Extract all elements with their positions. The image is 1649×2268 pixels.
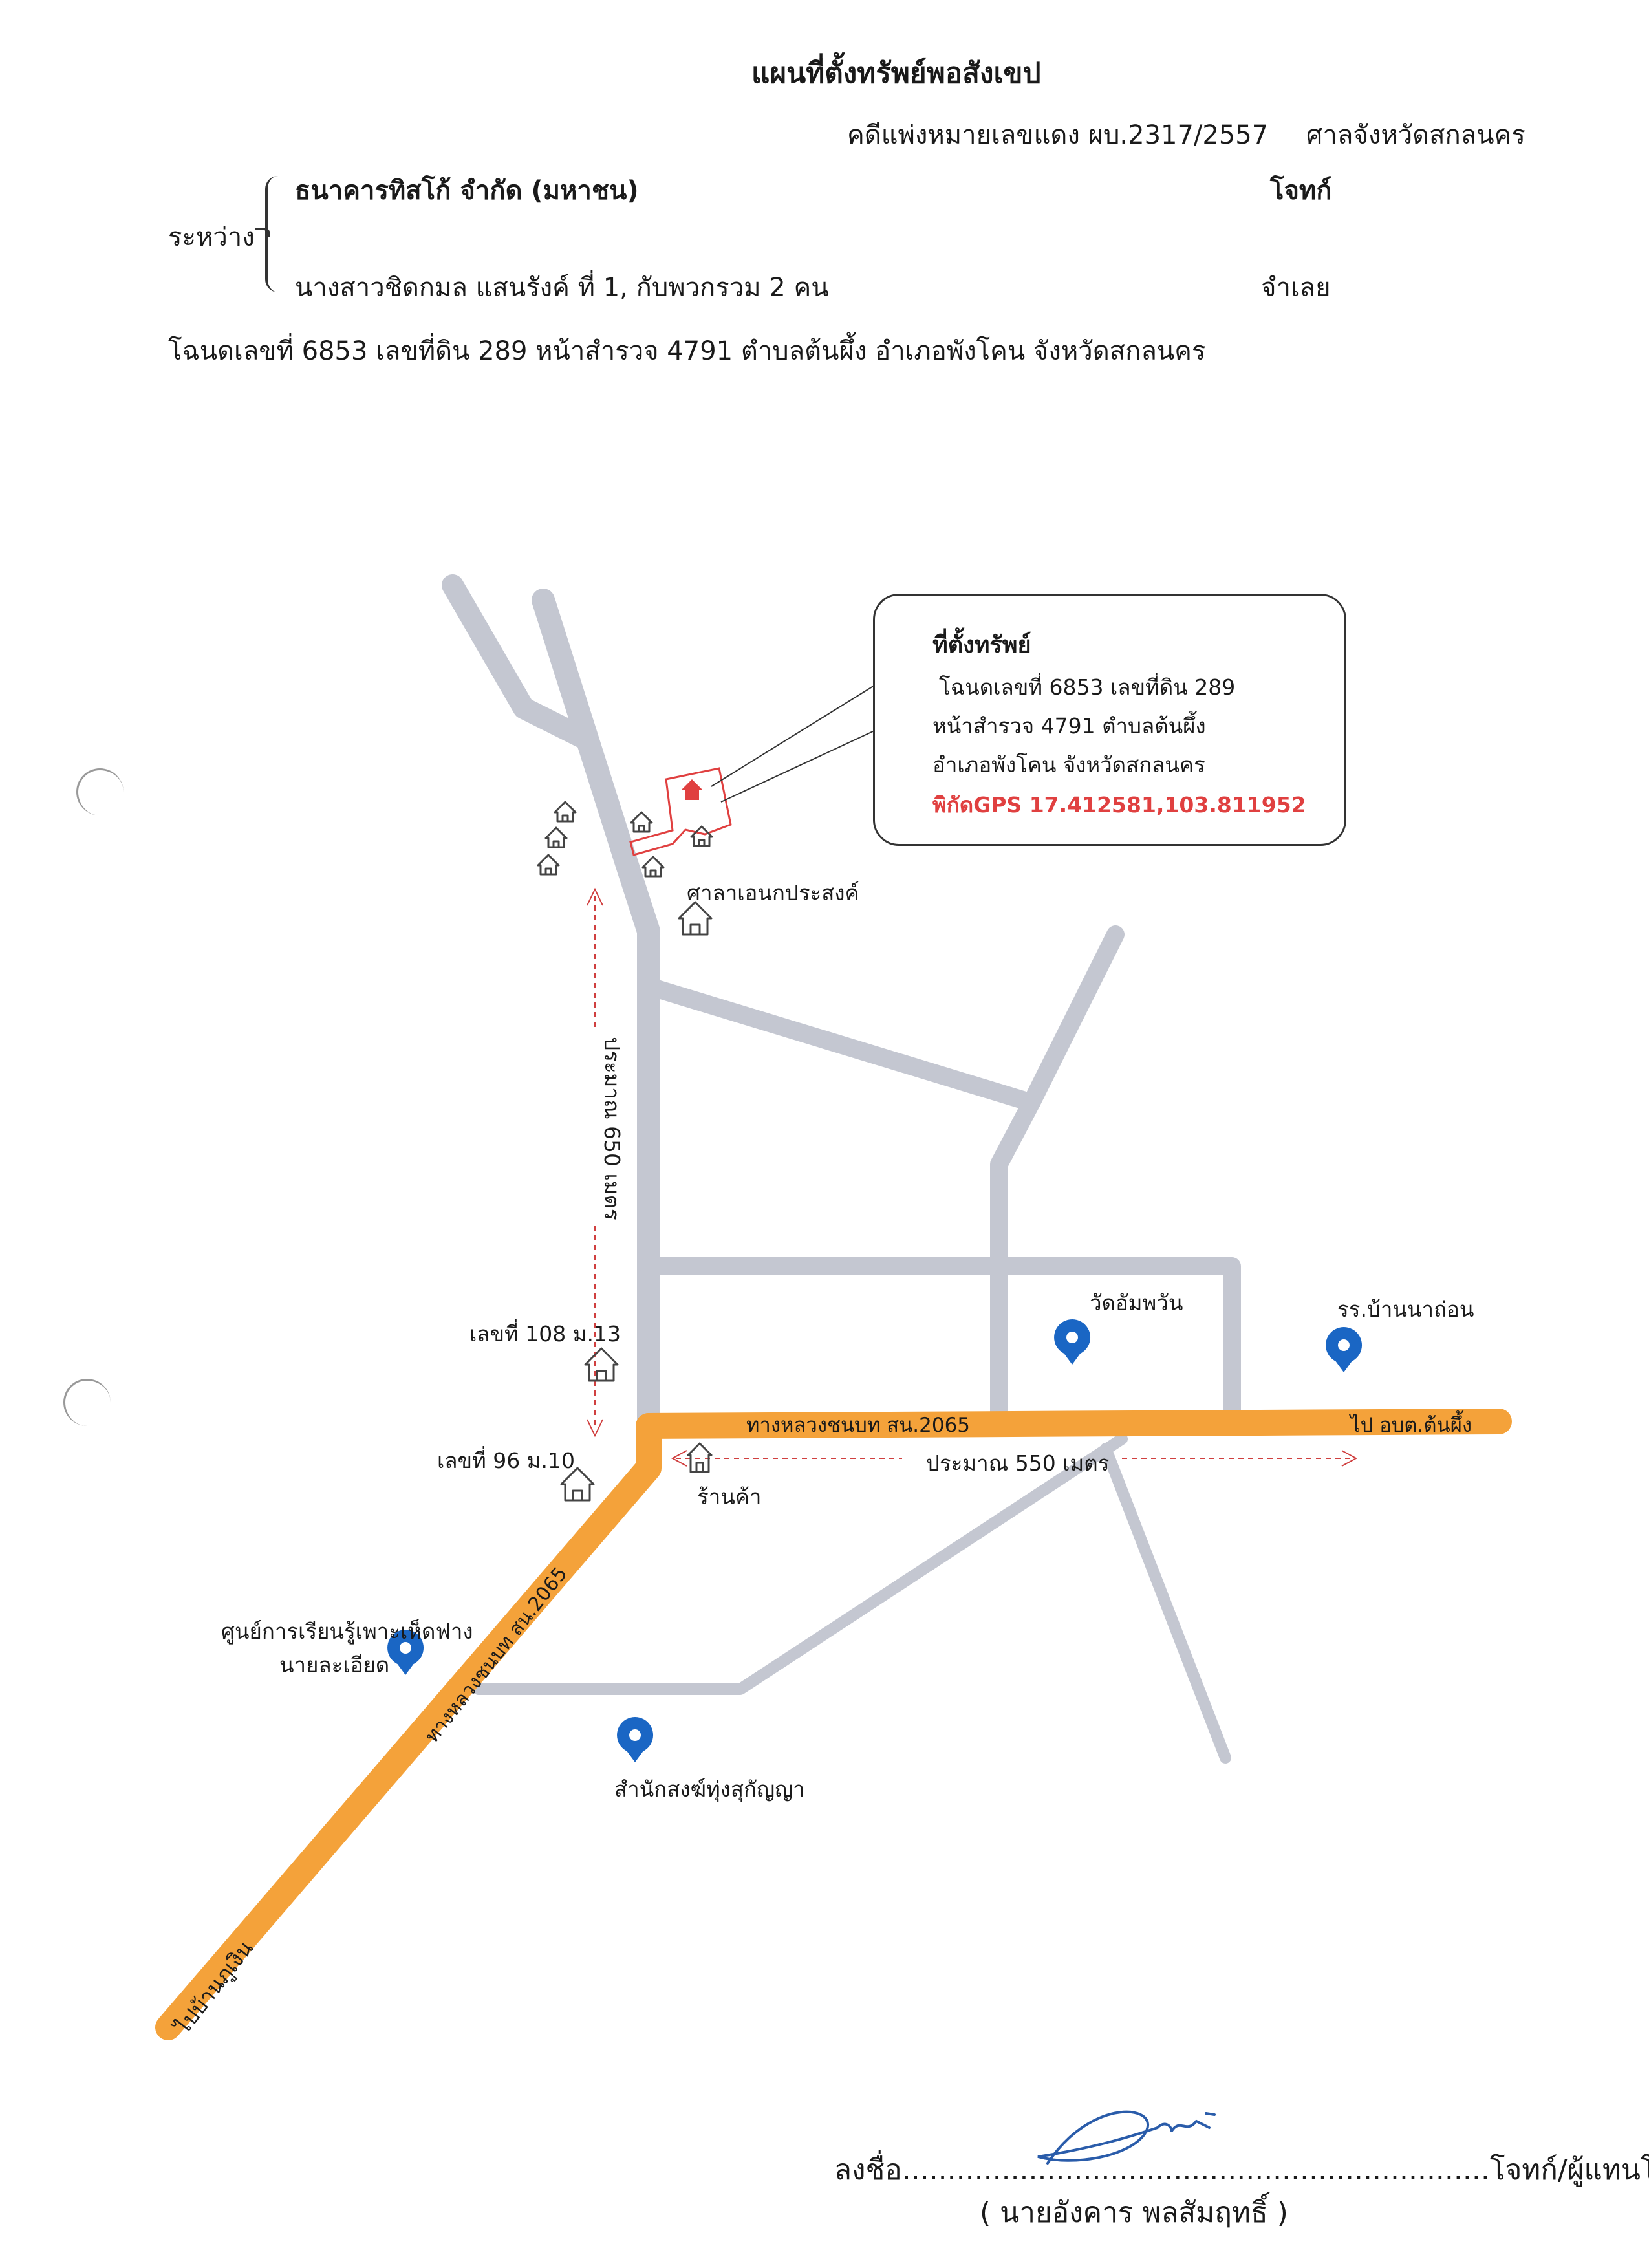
label-to-east: ไป อบต.ต้นผึ้ง [1350, 1414, 1472, 1437]
label-sala: ศาลาเอนกประสงค์ [687, 880, 859, 905]
callout-line-2: หน้าสำรวจ 4791 ตำบลต้นผึ้ง [932, 713, 1206, 739]
deed-line: โฉนดเลขที่ 6853 เลขที่ดิน 289 หน้าสำรวจ … [168, 336, 1206, 366]
house-icon-108 [584, 1347, 619, 1382]
road-east-diagonal [640, 977, 1040, 1112]
road-north-main [532, 589, 660, 1438]
callout-pointer-2 [720, 730, 875, 803]
highway-east-west [636, 1409, 1512, 1439]
punch-hole-bottom [63, 1379, 111, 1426]
label-house-96: เลขที่ 96 ม.10 [437, 1448, 576, 1473]
road-north-west-branch [442, 574, 593, 748]
signature-name: ( นายอังคาร พลสัมฤทธิ์ ) [980, 2196, 1288, 2229]
label-wat: วัดอัมพวัน [1090, 1290, 1183, 1315]
road-northeast [990, 925, 1125, 1435]
between-label: ระหว่าง [168, 222, 255, 252]
road-loop [640, 1257, 1241, 1435]
label-school: รร.บ้านนาถ่อน [1337, 1297, 1474, 1322]
label-road-main: ทางหลวงชนบท สน.2065 [746, 1414, 971, 1437]
court-name: ศาลจังหวัดสกลนคร [1306, 120, 1525, 150]
local-roads [442, 574, 1241, 1764]
house-icons [537, 801, 713, 1502]
label-learning-center-1: ศูนย์การเรียนรู้เพาะเห็ดฟาง [221, 1619, 473, 1644]
house-icon-3 [537, 854, 560, 876]
house-icon-sala [678, 901, 713, 936]
house-icon-6 [641, 856, 665, 878]
house-icon-5 [690, 825, 713, 847]
brace-point [255, 228, 270, 237]
callout-title: ที่ตั้งทรัพย์ [932, 632, 1031, 658]
property-callout-box [873, 594, 1346, 846]
callout-line-3: อำเภอพังโคน จังหวัดสกลนคร [932, 752, 1205, 777]
document-title: แผนที่ตั้งทรัพย์พอสังเขป [751, 57, 1041, 90]
house-icon-2 [544, 826, 568, 848]
defendant-role: จำเลย [1261, 273, 1331, 303]
label-to-southwest: ไปบ้านภูเงิน [169, 1936, 259, 2040]
punch-hole-top [76, 768, 124, 815]
case-number: คดีแพ่งหมายเลขแดง ผบ.2317/2557 [847, 120, 1269, 150]
road-southeast [1100, 1443, 1231, 1764]
signature-mark [1037, 2110, 1216, 2165]
property-parcel [629, 767, 732, 856]
callout-gps: พิกัดGPS 17.412581,103.811952 [932, 792, 1306, 817]
highway-roads [155, 1409, 1512, 2040]
plaintiff-name: ธนาคารทิสโก้ จำกัด (มหาชน) [295, 176, 639, 206]
signature-line: ลงชื่อ..................................… [834, 2154, 1649, 2187]
label-learning-center-2: นายละเอียด [279, 1652, 390, 1678]
label-dist-vertical: ประมาณ 650 เมตร [599, 1037, 625, 1220]
house-icon-1 [554, 801, 577, 823]
house-icon-96 [560, 1467, 595, 1502]
label-monastery: สำนักสงฆ์ทุ่งสุกัญญา [614, 1777, 805, 1802]
callout-pointer-1 [711, 685, 875, 787]
highway-southwest [155, 1413, 662, 2040]
label-dist-horizontal: ประมาณ 550 เมตร [926, 1451, 1110, 1476]
distance-horizontal [671, 1450, 1358, 1467]
label-house-108: เลขที่ 108 ม.13 [469, 1321, 621, 1346]
location-markers [387, 1319, 1363, 1762]
label-road-diag: ทางหลวงชนบท สน.2065 [421, 1562, 572, 1747]
distance-vertical [587, 887, 603, 1438]
plaintiff-role: โจทก์ [1270, 176, 1332, 206]
label-shop: ร้านค้า [697, 1484, 762, 1509]
house-icon-shop [687, 1442, 713, 1473]
callout-line-1: โฉนดเลขที่ 6853 เลขที่ดิน 289 [939, 675, 1236, 700]
house-icon-4 [630, 811, 653, 833]
property-house-icon [681, 779, 703, 800]
defendant-name: นางสาวชิดกมล แสนรังค์ ที่ 1, กับพวกรวม 2… [295, 273, 829, 303]
road-south-diagonal [473, 1433, 1128, 1695]
